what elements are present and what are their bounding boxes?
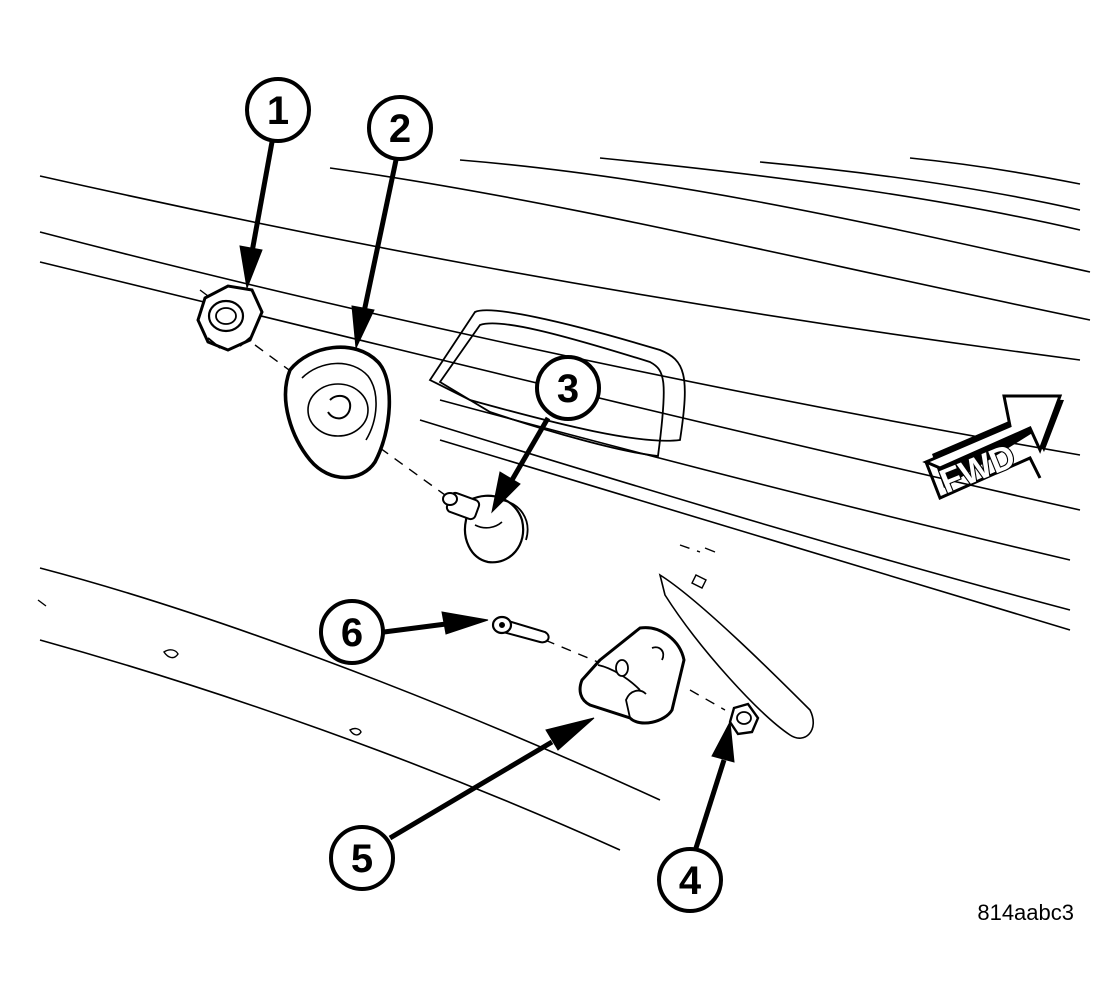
callout-4: 4	[657, 847, 723, 913]
leader-2	[361, 159, 399, 313]
recess-inner	[438, 322, 665, 457]
callout-2: 2	[367, 95, 433, 161]
liftgate-outline	[39, 157, 1091, 851]
figure-id: 814aabc3	[977, 900, 1074, 925]
leader-5-head	[545, 717, 595, 751]
mounting-slot	[658, 573, 815, 739]
leader-1-head	[239, 245, 263, 290]
part-nut	[196, 284, 264, 352]
glass-line-2	[329, 167, 1091, 321]
glass-line-1	[39, 175, 1081, 361]
slot-tab	[691, 574, 707, 589]
panel-holes	[37, 599, 362, 736]
part-screw	[491, 615, 550, 644]
callout-1: 1	[245, 77, 311, 143]
lamp-recess	[428, 309, 686, 457]
panel-edge-1	[39, 231, 1081, 456]
leader-6	[383, 621, 447, 635]
panel-edge-3	[439, 399, 1071, 561]
recess-outer	[428, 309, 686, 442]
glass-line-3	[459, 159, 1091, 273]
leader-3	[509, 416, 551, 482]
part-seal	[283, 345, 392, 480]
hole-2	[163, 649, 179, 659]
leader-4	[693, 759, 727, 849]
part-bracket	[578, 626, 686, 725]
align-3	[379, 447, 446, 496]
slot-mark	[704, 547, 716, 553]
leader-2-head	[351, 305, 375, 350]
glass-line-6	[909, 157, 1081, 185]
align-4	[544, 639, 606, 666]
fwd-arrow-icon: FWD	[922, 394, 1064, 502]
callout-4-label: 4	[679, 859, 702, 903]
hole-1	[37, 599, 47, 607]
lower-line-1	[39, 567, 661, 801]
leader-1	[249, 141, 275, 253]
leader-5	[388, 739, 554, 841]
leader-4-head	[711, 720, 735, 763]
align-2	[254, 344, 301, 379]
callout-3: 3	[535, 355, 601, 421]
part-lamp-socket	[442, 491, 529, 564]
callout-5: 5	[329, 825, 395, 891]
callout-6-label: 6	[341, 611, 363, 655]
hole-3	[349, 727, 362, 736]
leader-3-head	[491, 471, 521, 514]
lower-line-2	[39, 639, 621, 851]
align-6	[679, 544, 701, 553]
align-5	[689, 689, 726, 711]
callout-1-label: 1	[267, 89, 289, 133]
glass-line-4	[599, 157, 1081, 231]
callout-3-label: 3	[557, 367, 579, 411]
callout-5-label: 5	[351, 837, 373, 881]
glass-line-5	[759, 161, 1081, 211]
callout-6: 6	[319, 599, 385, 665]
panel-edge-2	[39, 261, 1081, 511]
leader-6-head	[441, 611, 489, 635]
leader-arrows	[239, 141, 735, 849]
part-clip	[728, 702, 760, 736]
callout-2-label: 2	[389, 107, 411, 151]
